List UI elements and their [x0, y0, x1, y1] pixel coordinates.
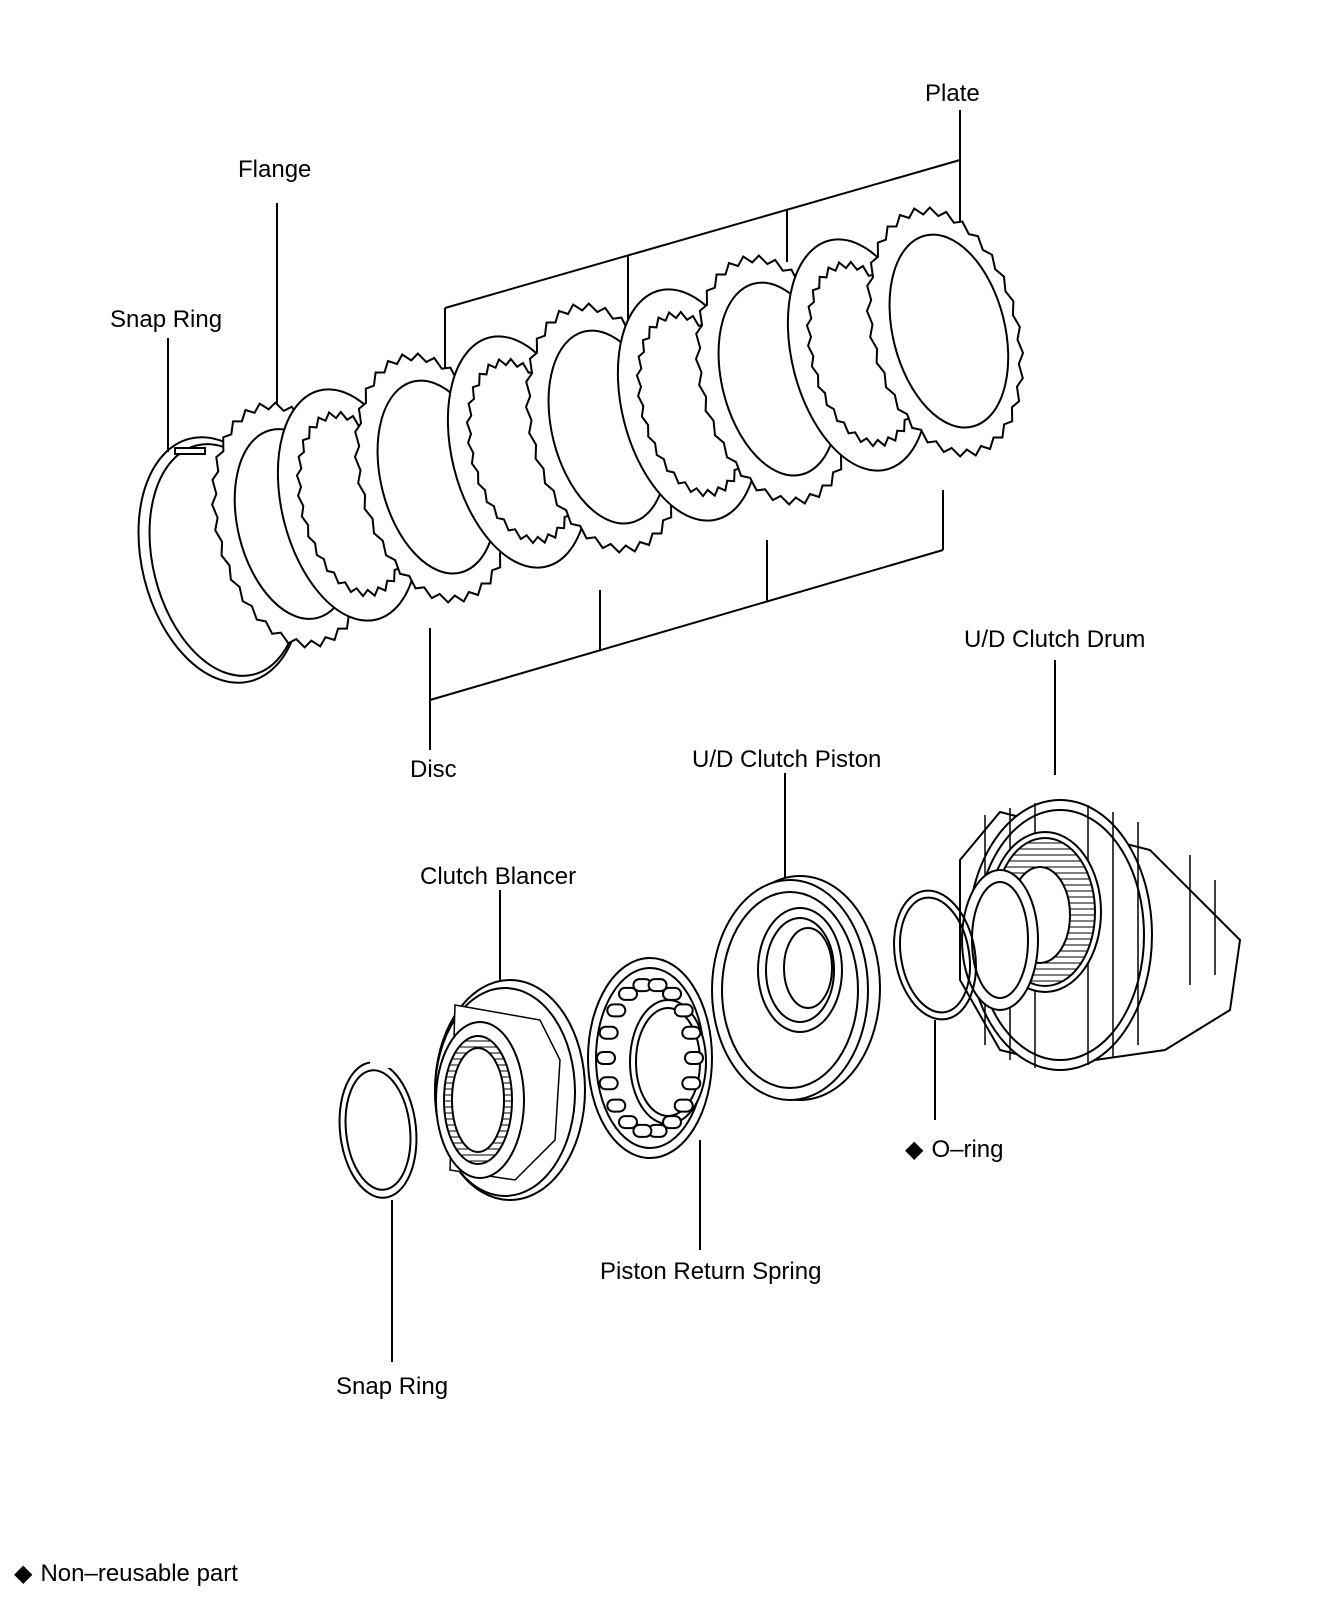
label-plate: Plate [925, 80, 980, 107]
label-flange: Flange [238, 156, 312, 183]
o-ring-part [884, 884, 985, 1026]
spring-coil [600, 1077, 618, 1089]
clutch-pack-rings [188, 191, 1047, 665]
non-reusable-icon: ◆ [905, 1136, 924, 1163]
non-reusable-legend-icon: ◆ [14, 1560, 33, 1587]
label-ud-clutch-piston: U/D Clutch Piston [692, 746, 882, 773]
spring-coil [607, 1004, 625, 1016]
label-snap-ring-bottom: Snap Ring [336, 1373, 449, 1400]
spring-coil [675, 1100, 693, 1112]
label-piston-return-spring: Piston Return Spring [600, 1258, 822, 1285]
spring-coil [682, 1027, 700, 1039]
spring-coil [675, 1004, 693, 1016]
spring-coil [649, 979, 667, 991]
part-leaders [168, 203, 1055, 1362]
spring-coil [619, 1116, 637, 1128]
spring-coil [682, 1077, 700, 1089]
spring-coil [685, 1052, 703, 1064]
label-snap-ring-top: Snap Ring [110, 306, 223, 333]
piston-return-spring-part [588, 958, 712, 1158]
disc-leaders [430, 490, 943, 750]
spring-coil [663, 988, 681, 1000]
legend-non-reusable: ◆Non–reusable part [14, 1560, 238, 1587]
spring-coil [663, 1116, 681, 1128]
spring-coil [600, 1027, 618, 1039]
spring-coil [597, 1052, 615, 1064]
plate-leaders [445, 110, 960, 372]
ud-clutch-drum-part [960, 800, 1240, 1070]
label-o-ring: ◆O–ring [905, 1136, 1004, 1163]
spring-coil [633, 1125, 651, 1137]
clutch-blancer-part [435, 980, 585, 1200]
label-clutch-blancer: Clutch Blancer [420, 863, 577, 890]
label-ud-clutch-drum: U/D Clutch Drum [964, 626, 1146, 653]
snap-ring-bottom-part [333, 1058, 423, 1202]
spring-coil [619, 988, 637, 1000]
spring-coil [607, 1100, 625, 1112]
plate-ring [843, 191, 1048, 474]
label-disc: Disc [410, 756, 457, 783]
ud-clutch-piston-part [712, 876, 880, 1100]
